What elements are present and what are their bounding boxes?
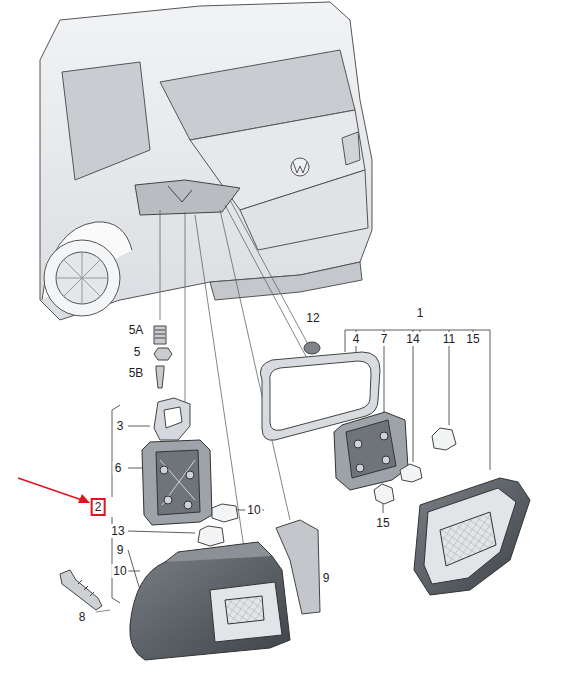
callout-number: 15 [374, 516, 391, 530]
callout-number: 13 [109, 524, 126, 538]
callout-number: 3 [115, 419, 126, 433]
callout-number: 15 [464, 332, 481, 346]
callout-number: 4 [351, 332, 362, 346]
callout-number: 2 [91, 498, 106, 516]
bulbs-outer [198, 504, 238, 546]
callout-number: 5A [127, 323, 146, 337]
callout-number: 5 [132, 345, 143, 359]
car-body [40, 2, 372, 320]
callout-number: 1 [415, 306, 426, 320]
callout-number: 7 [379, 332, 390, 346]
outer-lamp [130, 542, 290, 660]
bolt [60, 570, 102, 610]
callout-number: 14 [404, 332, 421, 346]
bulb-holder-outer [142, 440, 212, 525]
gasket-small [154, 398, 190, 440]
callout-number: 9 [115, 543, 126, 557]
bulb-holder-inner [334, 412, 408, 490]
callout-number: 5B [127, 366, 146, 380]
callout-number: 10 [245, 503, 262, 517]
red-arrow [18, 478, 90, 503]
callout-number: 9 [321, 571, 332, 585]
callout-number: 11 [441, 332, 457, 346]
callout-number: 10 [111, 564, 128, 578]
gasket-round [304, 342, 320, 354]
inner-lamp [414, 478, 530, 595]
callout-number: 12 [304, 311, 321, 325]
callout-number: 6 [113, 461, 124, 475]
callout-number: 8 [77, 610, 88, 624]
car-tail-light [135, 180, 240, 215]
screws [154, 326, 172, 388]
rear-wheel [42, 222, 132, 316]
bulbs-inner [374, 428, 456, 504]
lamp-strip [276, 520, 320, 614]
